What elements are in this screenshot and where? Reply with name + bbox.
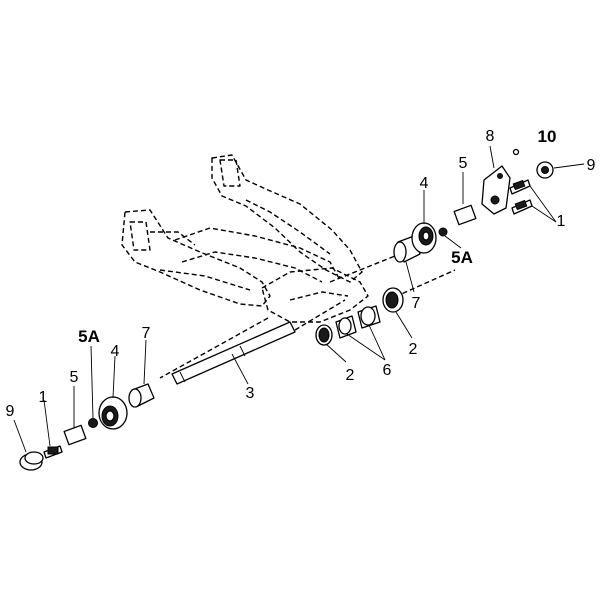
lower-bearing-2 bbox=[315, 324, 333, 346]
lower-sleeve-6b bbox=[357, 305, 381, 329]
left-bushing-5 bbox=[63, 424, 87, 446]
callout-shaft-3: 3 bbox=[246, 385, 255, 402]
callout-right-1: 1 bbox=[557, 213, 566, 230]
callout-upper-8: 8 bbox=[486, 128, 495, 145]
callout-left-7: 7 bbox=[142, 325, 151, 342]
swingarm-frame bbox=[121, 154, 456, 379]
right-nut-9 bbox=[536, 161, 554, 179]
callout-left-5: 5 bbox=[70, 369, 79, 386]
callout-upper-10: 10 bbox=[538, 127, 557, 146]
callout-upper-5: 5 bbox=[459, 155, 468, 172]
callout-left-9: 9 bbox=[6, 403, 15, 420]
leader-lines bbox=[13, 145, 585, 453]
lower-sleeve-6a bbox=[335, 315, 357, 339]
right-small-part-10 bbox=[512, 148, 520, 156]
left-bearing-4 bbox=[98, 396, 128, 430]
callout-labels: 9 1 5 5A 4 7 3 2 6 2 7 4 5 5A 8 10 9 1 bbox=[6, 127, 596, 420]
mid-bearing-2 bbox=[382, 287, 404, 313]
right-bearing-4 bbox=[411, 222, 437, 254]
right-bolts-1 bbox=[509, 179, 533, 215]
callout-left-1: 1 bbox=[39, 389, 48, 406]
callout-right-9: 9 bbox=[587, 157, 596, 174]
callout-mid-7: 7 bbox=[412, 295, 421, 312]
callout-left-4: 4 bbox=[111, 343, 120, 360]
callout-mid-2: 2 bbox=[409, 341, 418, 358]
right-bracket-8 bbox=[481, 165, 511, 215]
left-bolt-1 bbox=[43, 445, 63, 459]
callout-left-5a: 5A bbox=[78, 327, 100, 346]
callout-upper-4: 4 bbox=[420, 175, 429, 192]
left-collar-7 bbox=[128, 383, 155, 408]
left-washer-5a bbox=[88, 418, 98, 428]
callout-lower-6: 6 bbox=[383, 362, 392, 379]
right-bushing-5 bbox=[453, 204, 477, 226]
callout-upper-5a: 5A bbox=[451, 248, 473, 267]
right-washer-5a bbox=[438, 227, 448, 237]
pivot-shaft bbox=[171, 321, 296, 385]
left-cap-9 bbox=[19, 451, 44, 471]
callout-lower-2: 2 bbox=[346, 367, 355, 384]
